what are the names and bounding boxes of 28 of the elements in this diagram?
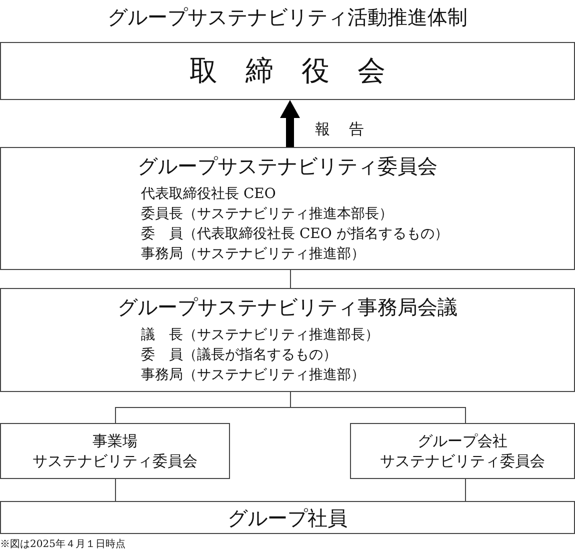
connector-line bbox=[465, 478, 466, 502]
connector-line bbox=[290, 392, 466, 424]
member-line: 代表取締役社長 CEO bbox=[141, 185, 276, 204]
member-line: 委 員（代表取締役社長 CEO が指名するもの） bbox=[141, 225, 448, 244]
node-label: サステナビリティ委員会 bbox=[380, 451, 545, 471]
org-box bbox=[0, 423, 230, 479]
org-box bbox=[0, 288, 575, 392]
connector-line bbox=[115, 478, 116, 502]
node-label: グループ会社 bbox=[418, 431, 508, 451]
footnote: ※図は2025年４月１日時点 bbox=[0, 539, 126, 551]
member-line: 議 長（サステナビリティ推進部長） bbox=[141, 326, 379, 345]
member-line: 委 員（議長が指名するもの） bbox=[141, 346, 337, 365]
diagram-title: グループサステナビリティ活動推進体制 bbox=[108, 5, 468, 29]
arrow bbox=[280, 100, 300, 147]
member-line: 委員長（サステナビリティ推進本部長） bbox=[141, 205, 393, 224]
node-label: グループ社員 bbox=[228, 506, 348, 530]
node-label: サステナビリティ委員会 bbox=[32, 451, 198, 471]
org-box bbox=[0, 147, 575, 270]
member-line: 事務局（サステナビリティ推進部） bbox=[141, 245, 365, 264]
org-box bbox=[350, 423, 575, 479]
node-title: グループサステナビリティ事務局会議 bbox=[118, 295, 458, 319]
connector-line bbox=[290, 270, 291, 288]
org-box bbox=[0, 501, 575, 534]
node-title: グループサステナビリティ委員会 bbox=[138, 154, 438, 178]
org-box bbox=[0, 42, 575, 100]
node-label: 取締役会 bbox=[188, 54, 414, 88]
member-line: 事務局（サステナビリティ推進部） bbox=[141, 366, 365, 385]
node-label: 事業場 bbox=[92, 431, 138, 451]
